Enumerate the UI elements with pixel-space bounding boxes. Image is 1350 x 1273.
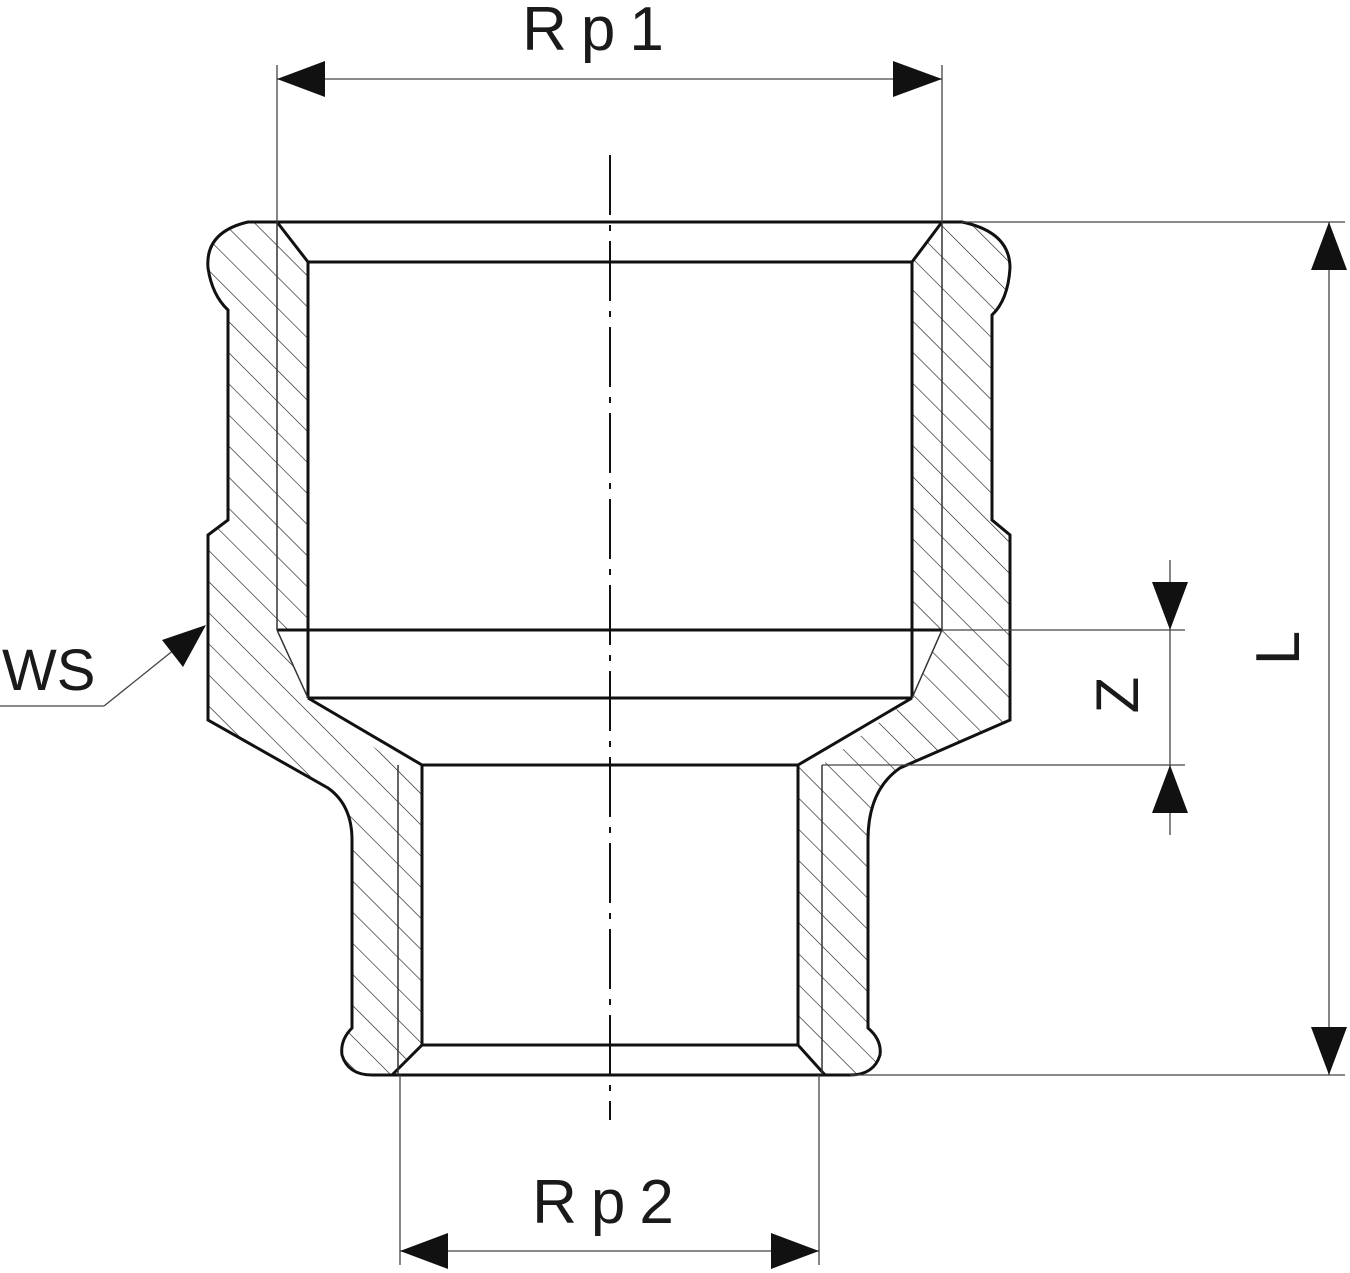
thread-lines — [276, 222, 943, 1075]
l-top-arrow — [1311, 222, 1347, 270]
right-wall-section — [798, 220, 1012, 1077]
rp1-left-arrow — [277, 61, 325, 97]
dimension-z: Z — [822, 560, 1188, 835]
top-left-chamfer — [275, 221, 310, 263]
rp1-label: Rp1 — [522, 0, 678, 64]
z-bottom-arrow — [1152, 765, 1188, 813]
rp2-label: Rp2 — [532, 1168, 688, 1237]
bottom-right-chamfer — [796, 1043, 827, 1077]
left-wall-section — [206, 220, 422, 1077]
l-label: L — [1244, 631, 1313, 665]
right-wall-outline — [825, 220, 1012, 1077]
top-right-chamfer — [910, 221, 944, 263]
rp2-right-arrow — [771, 1233, 819, 1269]
dimension-rp2: Rp2 — [399, 1075, 820, 1269]
bottom-left-chamfer — [390, 1043, 424, 1077]
ws-leader: WS — [0, 625, 206, 707]
right-transition — [797, 696, 913, 767]
right-wall-hatch — [798, 222, 1010, 1075]
z-label: Z — [1084, 677, 1151, 714]
rp2-left-arrow — [400, 1233, 448, 1269]
dimension-l: L — [850, 221, 1347, 1076]
left-wall-hatch — [207, 222, 422, 1075]
dimension-rp1: Rp1 — [276, 0, 943, 222]
l-bottom-arrow — [1311, 1027, 1347, 1075]
ws-label: WS — [2, 638, 95, 703]
left-transition — [307, 696, 423, 767]
ws-arrow — [162, 625, 206, 667]
rp1-right-arrow — [893, 61, 942, 97]
left-wall-outline — [206, 220, 392, 1077]
z-top-arrow — [1152, 582, 1188, 630]
